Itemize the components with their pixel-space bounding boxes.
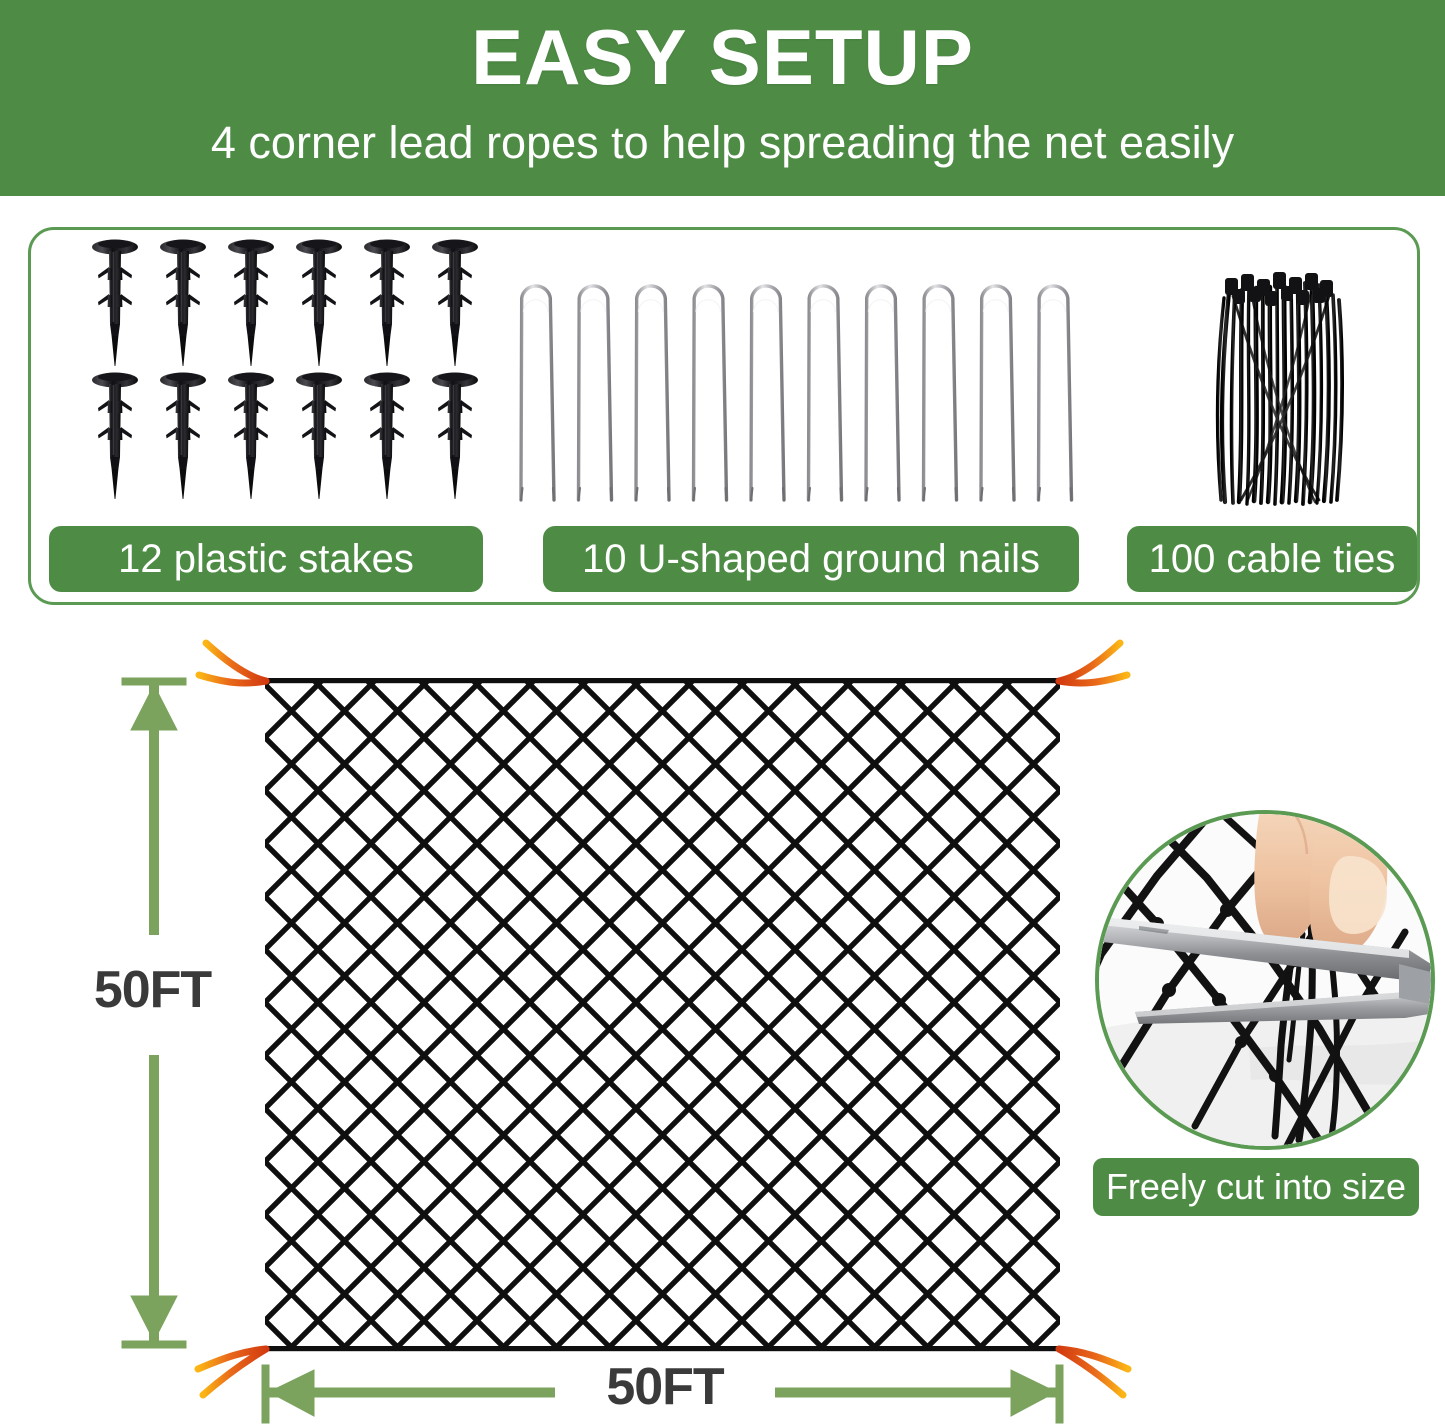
label-freely-cut-into-size: Freely cut into size (1093, 1158, 1419, 1216)
plastic-stakes-illustration (77, 235, 497, 510)
cable-ties-illustration (1199, 262, 1369, 510)
scissors (1099, 914, 1431, 1024)
net-diagram-svg (121, 639, 1132, 1424)
included-parts-panel: 12 plastic stakes 10 U-shaped ground nai… (28, 227, 1420, 605)
cut-to-size-inset: Freely cut into size (1093, 810, 1445, 1216)
hand (1254, 814, 1388, 959)
plastic-stakes-icon (92, 239, 478, 499)
u-shaped-ground-nails-illustration (517, 268, 1099, 510)
net-dimension-diagram: 50FT 50FT (0, 605, 1445, 1424)
page-title: EASY SETUP (471, 13, 974, 101)
label-u-shaped-ground-nails: 10 U-shaped ground nails (543, 526, 1079, 592)
scissors-cutting-net-illustration (1099, 814, 1431, 1146)
u-shaped-ground-nails-icon (519, 284, 1074, 502)
label-plastic-stakes: 12 plastic stakes (49, 526, 483, 592)
lead-rope-bottom-right (1055, 1345, 1132, 1399)
height-dimension-label: 50FT (93, 961, 212, 1019)
cable-ties-icon (1215, 272, 1345, 506)
width-dimension-label: 50FT (560, 1357, 770, 1417)
cut-to-size-photo (1095, 810, 1435, 1150)
lead-rope-top-left (195, 639, 270, 687)
net-mesh (265, 678, 1060, 1352)
label-cable-ties: 100 cable ties (1127, 526, 1417, 592)
header-banner: EASY SETUP 4 corner lead ropes to help s… (0, 0, 1445, 196)
lead-rope-top-right (1055, 639, 1131, 687)
page-subtitle: 4 corner lead ropes to help spreading th… (210, 117, 1235, 168)
height-dimension-arrow (121, 677, 187, 1349)
lead-rope-bottom-left (194, 1345, 270, 1399)
